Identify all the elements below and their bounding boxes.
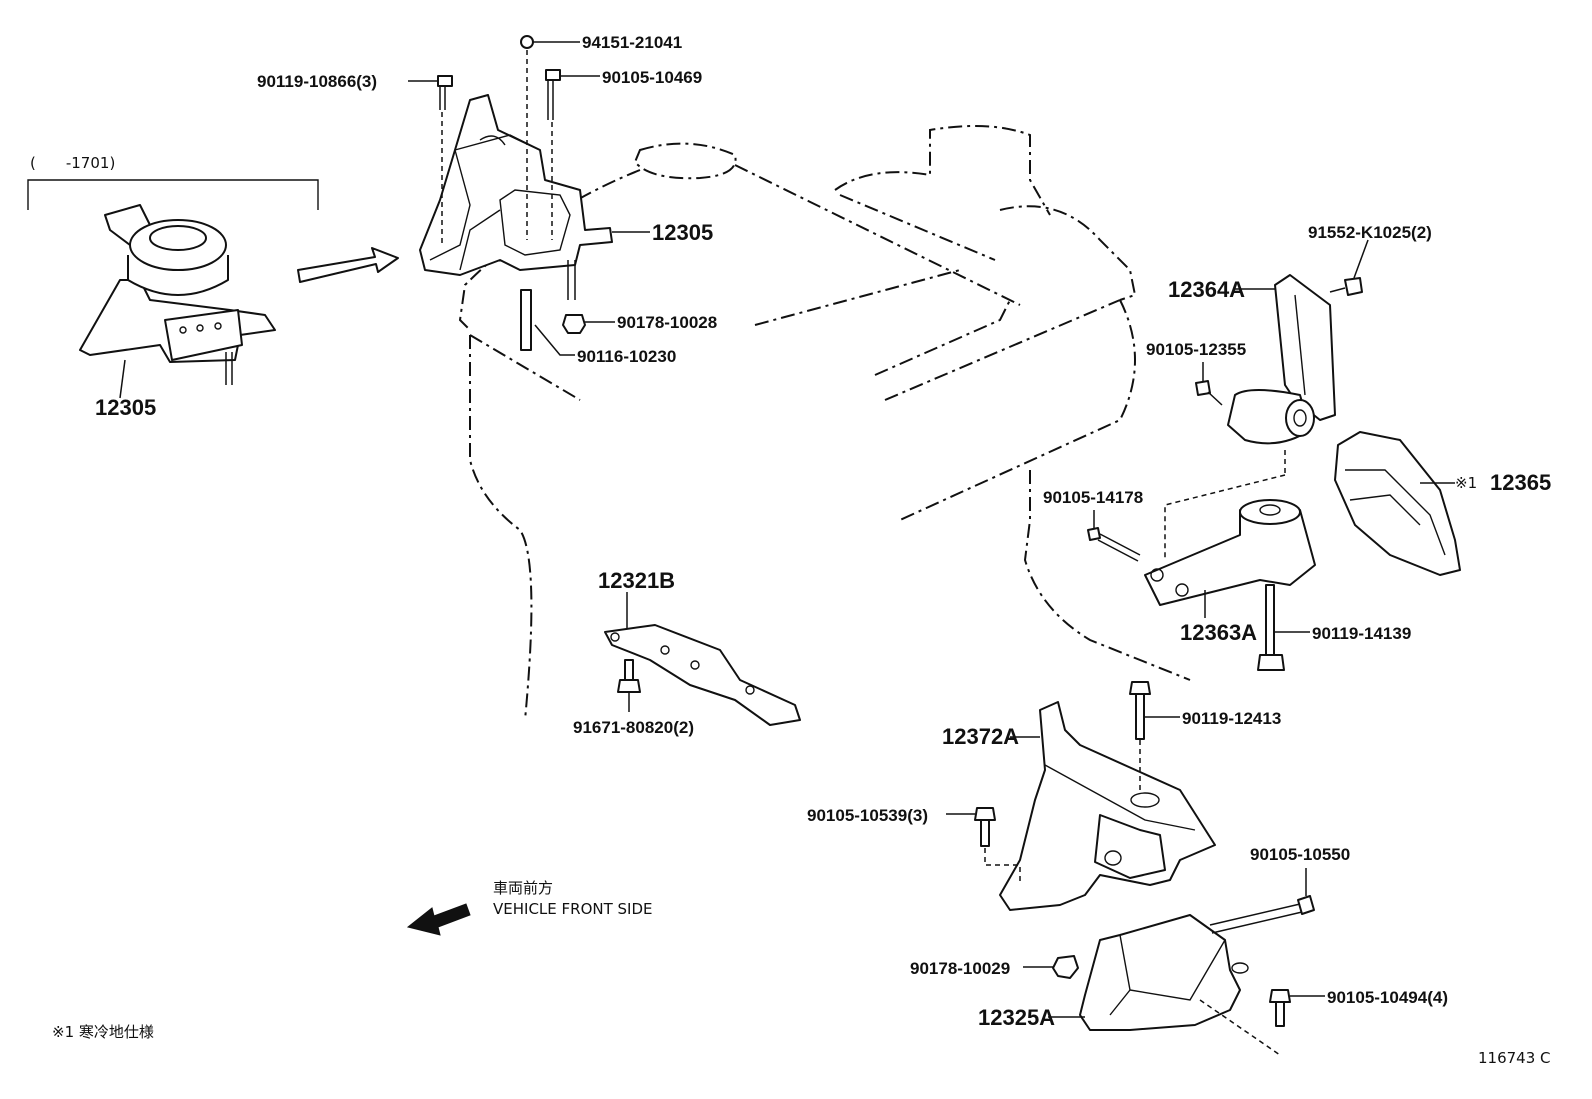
label-12305-top: 12305 [652,220,713,245]
bolt-90105-10494 [1199,989,1325,1056]
bolt-91671-80820 [617,659,641,712]
label-91671-80820: 91671-80820(2) [573,718,694,737]
bracket-range-indicator: ( -1701) [27,154,319,210]
label-12365-mark: ※1 [1455,474,1477,492]
pointer-arrow [297,247,399,283]
label-12363a: 12363A [1180,620,1257,645]
bolt-90105-12355 [1195,362,1223,406]
label-90105-14178: 90105-14178 [1043,488,1143,507]
bolt-91552-k1025 [1329,239,1369,296]
svg-text:( -1701): ( -1701) [30,154,115,172]
bushing-mount [1227,389,1315,445]
label-90178-10029: 90178-10029 [910,959,1010,978]
label-12321b: 12321B [598,568,675,593]
heat-shield-12365 [1334,431,1461,576]
label-91552-k1025: 91552-K1025(2) [1308,223,1432,242]
bolt-90105-10550 [1209,868,1315,934]
label-12365: 12365 [1490,470,1551,495]
engine-outline [458,125,1191,721]
label-90116-10230: 90116-10230 [577,347,676,366]
engine-mount-12305-top [419,94,650,300]
label-12364a: 12364A [1168,277,1245,302]
figure-id: 116743 C [1478,1049,1551,1067]
bracket-12325a [1048,914,1249,1031]
direction-label-jp: 車両前方 [493,879,553,897]
bolt-90119-10866 [408,75,453,245]
bracket-12372a [999,701,1216,911]
label-94151-21041: 94151-21041 [582,33,682,52]
label-12372a: 12372A [942,724,1019,749]
engine-mount-12305-left [79,204,276,385]
bracket-12364a [1235,274,1336,421]
bolt-90105-10469 [545,69,600,240]
label-90178-10028: 90178-10028 [617,313,717,332]
label-90119-14139: 90119-14139 [1312,624,1411,643]
footnote: ※1 寒冷地仕様 [52,1023,154,1041]
label-90119-10866: 90119-10866(3) [257,72,377,91]
stud-90116-10230 [520,289,575,356]
label-90105-10469: 90105-10469 [602,68,702,87]
torque-rod-12363a [1144,499,1316,618]
label-90105-12355: 90105-12355 [1146,340,1246,359]
bracket-12321b [604,592,801,726]
nut-90178-10028 [562,314,615,334]
bolt-90105-10539 [946,807,1021,885]
bolt-90119-12413 [1129,681,1180,790]
label-12305-left: 12305 [95,395,156,420]
bolt-90119-14139 [1257,584,1310,671]
vehicle-front-arrow [406,903,471,936]
label-90105-10539: 90105-10539(3) [807,806,928,825]
label-90119-12413: 90119-12413 [1182,709,1281,728]
nut-94151-21041 [520,35,580,240]
label-12325a: 12325A [978,1005,1055,1030]
label-90105-10550: 90105-10550 [1250,845,1350,864]
nut-90178-10029 [1023,955,1079,979]
label-90105-10494: 90105-10494(4) [1327,988,1448,1007]
bolt-90105-14178 [1087,510,1141,562]
direction-label-en: VEHICLE FRONT SIDE [493,900,653,918]
